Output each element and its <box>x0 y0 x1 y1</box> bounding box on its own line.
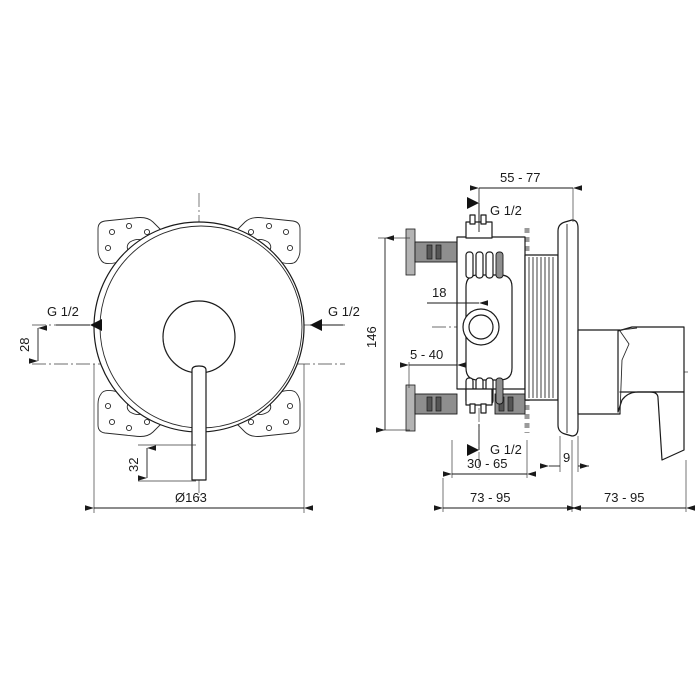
section-inlet-bottom: G 1/2 <box>467 424 522 457</box>
front-view-group: G 1/2 G 1/2 28 32 Ø163 <box>17 193 360 513</box>
dim-9-group: 9 <box>540 436 589 472</box>
dim-28-group: 28 <box>17 325 47 364</box>
dim-g12-right: G 1/2 <box>328 304 360 319</box>
dim-5-40: 5 - 40 <box>410 347 443 362</box>
dim-73-95-right-group: 73 - 95 <box>567 460 695 512</box>
handle-section <box>577 326 685 461</box>
dim-28: 28 <box>17 338 32 352</box>
front-inlet-right: G 1/2 <box>310 304 360 331</box>
front-inlet-left: G 1/2 <box>47 304 102 331</box>
dim-146: 146 <box>364 326 379 348</box>
section-inlet-top: G 1/2 <box>467 197 522 232</box>
dim-32-group: 32 <box>126 444 196 482</box>
dim-g12-left: G 1/2 <box>47 304 79 319</box>
section-view-group: 55 - 77 G 1/2 146 18 5 - 40 <box>364 170 695 512</box>
dim-9: 9 <box>563 450 570 465</box>
dim-146-group: 146 <box>364 235 410 433</box>
lever-handle-front <box>162 300 236 481</box>
escutcheon-plate-section <box>557 219 579 437</box>
dim-g12-top: G 1/2 <box>490 203 522 218</box>
threaded-collar <box>524 254 559 401</box>
dim-30-65-group: 30 - 65 <box>443 440 536 478</box>
dim-d163: Ø163 <box>175 490 207 505</box>
dim-73-95-right: 73 - 95 <box>604 490 644 505</box>
dim-55-77: 55 - 77 <box>500 170 540 185</box>
valve-housing <box>456 214 526 414</box>
dim-32: 32 <box>126 458 141 472</box>
dim-18-group: 18 <box>427 285 488 306</box>
dim-d163-group: Ø163 <box>85 364 313 513</box>
dim-30-65: 30 - 65 <box>467 456 507 471</box>
dim-55-77-group: 55 - 77 <box>470 170 582 222</box>
dim-5-40-group: 5 - 40 <box>400 347 466 388</box>
dim-18: 18 <box>432 285 446 300</box>
dim-73-95-left: 73 - 95 <box>470 490 510 505</box>
dim-73-95-left-group: 73 - 95 <box>434 440 581 512</box>
dim-g12-bottom: G 1/2 <box>490 442 522 457</box>
